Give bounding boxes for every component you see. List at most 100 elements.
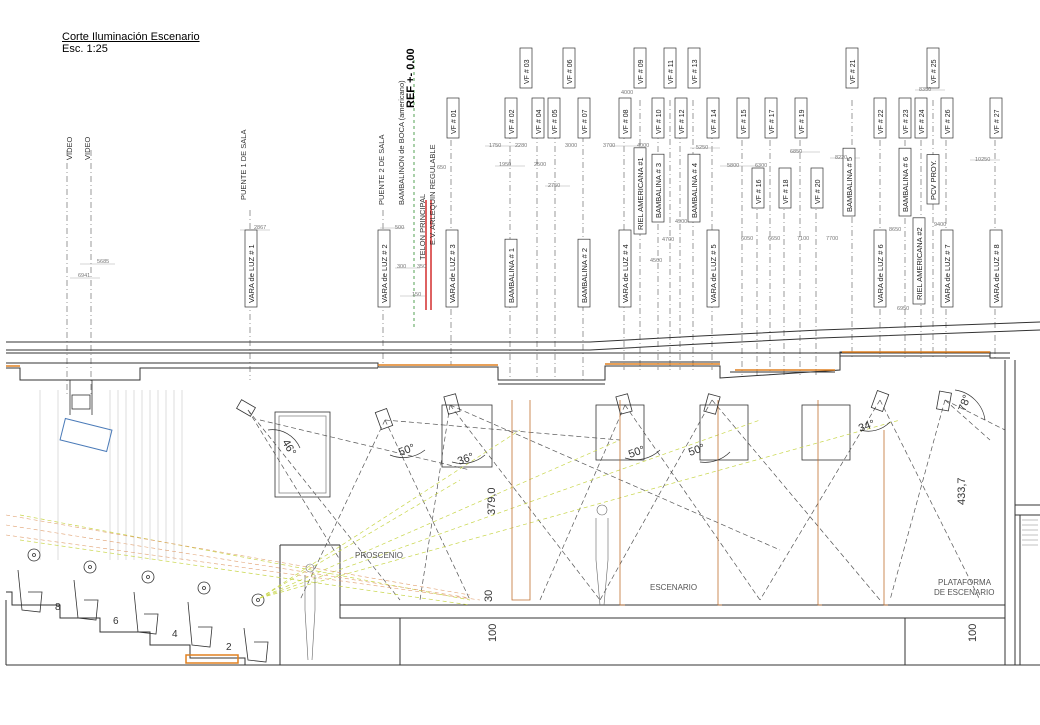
dim-d4700-text: 4700 [662,237,674,243]
label-pcv-box [926,154,940,205]
dim-d300-text: 300 [397,264,406,270]
measure-m100a-text: 100 [487,624,499,642]
vf-label-vf26: VF # 26 [940,97,954,139]
angle-a50c: 50° [687,442,707,459]
label-pcv: PCV PROY. [926,154,940,205]
label-pcv-text: PCV PROY. [929,160,938,200]
light-beams-orange [5,514,481,601]
dim-d8350-text: 8350 [919,87,931,93]
dim-d6850: 6850 [790,149,802,155]
dim-d5685: 5685 [97,259,109,265]
label-vara5-box [706,229,720,308]
measure-m379: 379,0 [486,487,498,515]
measure-m100b: 100 [967,624,979,642]
label-bambalinon-text: BAMBALINON de BOCA (americano) [397,80,406,205]
vf-label-vf11-text: VF # 11 [668,60,675,84]
seats [17,569,269,663]
area-proscenio-text: PROSCENIO [355,551,403,560]
label-vara6: VARA de LUZ # 6 [873,229,887,308]
row-r4-text: 4 [172,629,178,640]
label-vara4-box [618,229,632,308]
label-ev-text: E.V. ARLEQUIN REGULABLE [428,144,437,245]
label-vara3-box [445,229,459,308]
label-vara1: VARA de LUZ # 1 [244,229,258,308]
label-vara7: VARA de LUZ # 7 [940,229,954,308]
label-vara4: VARA de LUZ # 4 [618,229,632,308]
label-vara1-box [244,229,258,308]
vf-label-vf20: VF # 20 [810,167,824,209]
vf-label-vf27-text: VF # 27 [994,109,1001,134]
vf-label-vf10-text: VF # 10 [656,109,663,134]
label-bamb3: BAMBALINA # 3 [651,153,665,223]
dim-d8220: 8220 [835,155,847,161]
angle-a50a: 50° [397,442,417,459]
label-puente2: PUENTE 2 DE SALA [377,135,386,205]
area-plat1-text: PLATAFORMA [938,578,992,587]
label-riel1-box [633,147,647,235]
label-ev: E.V. ARLEQUIN REGULABLE [428,144,437,245]
dim-d5800: 5800 [727,163,739,169]
ref-level-label: REF +- 0.00 [405,48,417,108]
area-escenario-text: ESCENARIO [650,583,697,592]
vf-label-vf12-text: VF # 12 [679,109,686,134]
label-bambalinon: BAMBALINON de BOCA (americano) [397,80,406,205]
vf-label-vf11: VF # 11 [663,47,677,89]
dim-d6650-text: 6650 [768,236,780,242]
dim-d3700-text: 3700 [603,143,615,149]
dim-d4000a-text: 4000 [621,90,633,96]
label-bamb2: BAMBALINA # 2 [577,238,591,308]
dim-d7700-text: 7700 [826,236,838,242]
label-bamb5: BAMBALINA # 5 [842,147,856,217]
measure-m4337: 433,7 [956,477,968,505]
ceiling-speakers [27,548,265,607]
dim-d500: 500 [395,225,404,231]
vf-label-vf22-box [873,97,887,139]
vf-label-vf08: VF # 08 [618,97,632,139]
label-video1-text: VIDEO [65,136,74,160]
angle-a36-text: 36° [456,451,476,468]
vf-label-vf02-box [504,97,518,139]
vf-label-vf17: VF # 17 [764,97,778,139]
dim-d10250: 10250 [975,157,990,163]
vf-label-vf06-text: VF # 06 [567,59,574,84]
label-bamb2-text: BAMBALINA # 2 [580,248,589,303]
label-bamb4: BAMBALINA # 4 [687,153,701,223]
dim-d6300: 6300 [755,163,767,169]
label-puente1-text: PUENTE 1 DE SALA [239,130,248,200]
measure-m100a: 100 [487,624,499,642]
label-video2-text: VIDEO [83,136,92,160]
area-plat2-text: DE ESCENARIO [934,588,994,597]
label-vara8-text: VARA de LUZ # 8 [992,244,1001,303]
vf-label-vf22: VF # 22 [873,97,887,139]
vf-label-vf06: VF # 06 [562,47,576,89]
row-r2: 2 [226,642,232,653]
label-bamb2-box [577,238,591,308]
dim-d4500-text: 4500 [650,258,662,264]
angle-a50c-text: 50° [687,442,707,459]
dim-d4500: 4500 [650,258,662,264]
vf-label-vf25-box [926,47,940,89]
ceiling-accents [6,351,990,371]
label-vara6-text: VARA de LUZ # 6 [876,244,885,303]
dim-d1750-text: 1750 [489,143,501,149]
vf-label-vf16-text: VF # 16 [756,179,763,204]
dim-d8650-text: 8650 [889,227,901,233]
light-beams-green [19,419,901,606]
label-bamb5-text: BAMBALINA # 5 [845,157,854,212]
label-telon: TELON PRINCIPAL [418,194,427,260]
dim-d300: 300 [397,264,406,270]
dim-d1750: 1750 [489,143,501,149]
vf-label-vf09-text: VF # 09 [638,59,645,84]
label-bamb5-box [842,147,856,217]
vf-label-vf18-text: VF # 18 [783,179,790,204]
label-vara3-text: VARA de LUZ # 3 [448,244,457,303]
vf-label-vf27: VF # 27 [989,97,1003,139]
vf-label-vf15: VF # 15 [736,97,750,139]
label-riel2-text: RIEL AMERICANA #2 [915,227,924,300]
vf-label-vf26-box [940,97,954,139]
label-vara1-text: VARA de LUZ # 1 [247,244,256,303]
dim-d10250-text: 10250 [975,157,990,163]
label-riel2: RIEL AMERICANA #2 [912,217,926,305]
dim-d2750: 2750 [548,183,560,189]
